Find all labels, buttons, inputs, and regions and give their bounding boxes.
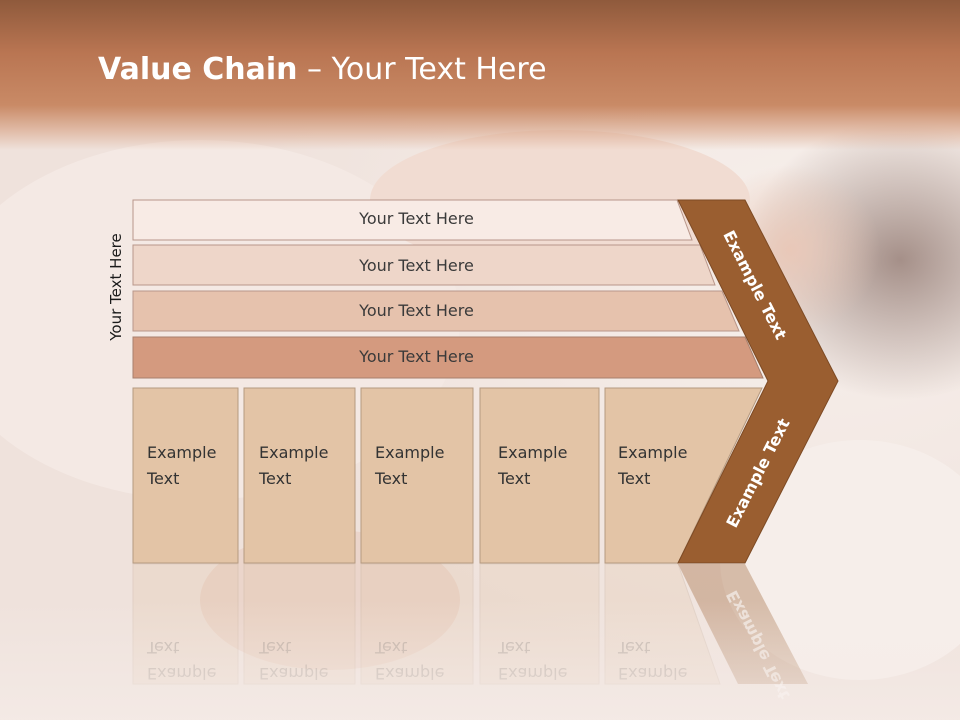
bottom-fade [0,600,960,720]
column-3 [360,387,474,564]
bar-3-label: Your Text Here [359,301,474,320]
chevron-arrow [677,199,839,564]
bar-3 [132,290,740,332]
column-label-line: Example [147,443,217,462]
column-label-line: Text [618,469,651,488]
title-bold: Value Chain [98,52,298,87]
bar-4-label: Your Text Here [359,347,474,366]
column-label-line: Text [259,469,292,488]
bar-1-label: Your Text Here [359,209,474,228]
column-label-line: Example [375,443,445,462]
bar-4 [132,336,764,379]
column-label-line: Example [259,443,329,462]
column-label-line: Example [498,443,568,462]
title-rest: – Your Text Here [297,52,547,87]
column-label-line: Text [498,469,531,488]
column-label-line: Text [375,469,408,488]
bar-2 [132,244,716,286]
slide-title: Value Chain – Your Text Here [98,52,547,87]
column-label-line: Example [618,443,688,462]
column-4 [479,387,600,564]
column-1 [132,387,239,564]
bar-1 [132,199,693,241]
column-2 [243,387,356,564]
side-label: Your Text Here [107,233,125,341]
column-label-line: Text [147,469,180,488]
bar-2-label: Your Text Here [359,256,474,275]
title-banner [0,0,960,150]
